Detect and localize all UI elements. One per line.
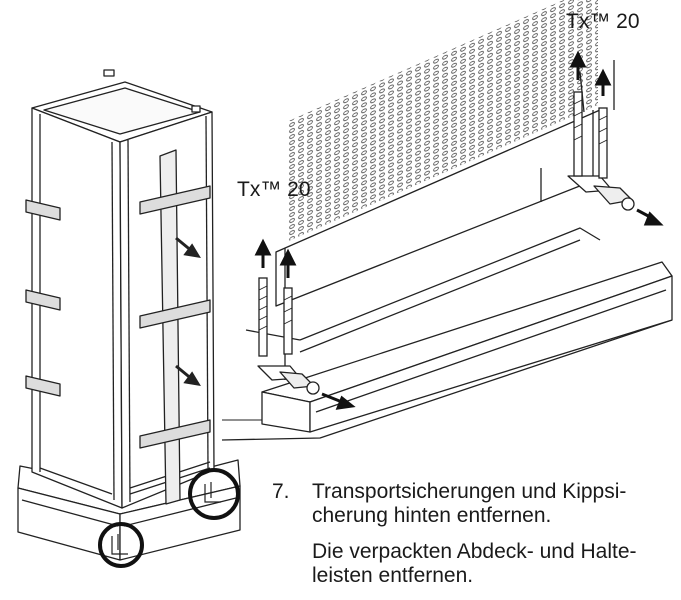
torx-size-label-left: Tx™ 20 bbox=[237, 178, 311, 201]
torx-size-label-right: Tx™ 20 bbox=[566, 10, 640, 33]
pull-arrows-cabinet bbox=[175, 236, 201, 387]
instruction-step: 7. Transportsicherungen und Kippsi- cher… bbox=[272, 480, 672, 600]
step-line-4: leisten entfernen. bbox=[312, 564, 474, 587]
step-line-1: Transportsicherungen und Kippsi- bbox=[312, 480, 627, 503]
step-text: Transportsicherungen und Kippsi- cherung… bbox=[312, 480, 672, 588]
detail-circles bbox=[98, 468, 240, 568]
detail-bracket-marks bbox=[111, 482, 221, 555]
step-number: 7. bbox=[272, 480, 290, 503]
step-line-2: cherung hinten entfernen. bbox=[312, 504, 552, 527]
base-illustration bbox=[221, 0, 673, 441]
step-paragraph-1: Transportsicherungen und Kippsi- cherung… bbox=[312, 480, 672, 528]
screws bbox=[258, 91, 635, 395]
step-line-3: Die verpackten Abdeck- und Halte- bbox=[312, 540, 637, 563]
cabinet-illustration bbox=[17, 69, 241, 561]
pull-arrows-base bbox=[254, 50, 664, 410]
step-paragraph-2: Die verpackten Abdeck- und Halte- leiste… bbox=[312, 540, 672, 588]
screw-threads bbox=[258, 99, 608, 331]
